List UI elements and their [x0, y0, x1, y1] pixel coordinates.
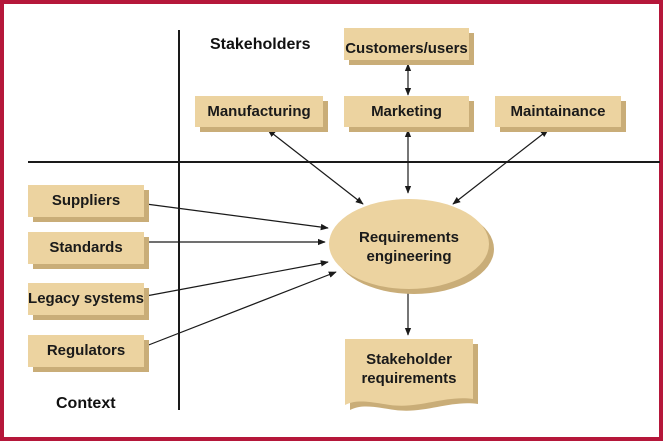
node-stakeholder-requirements: Stakeholder requirements — [345, 339, 478, 411]
node-sr-label-line1: Stakeholder — [366, 351, 452, 368]
node-requirements-engineering: Requirements engineering — [329, 199, 494, 294]
node-standards-label: Standards — [49, 239, 122, 256]
node-regulators-label: Regulators — [47, 342, 125, 359]
context-heading: Context — [56, 395, 116, 412]
node-maintainance-label: Maintainance — [510, 103, 605, 120]
stakeholders-heading: Stakeholders — [210, 36, 311, 53]
node-suppliers: Suppliers — [28, 185, 149, 222]
node-re-label-line1: Requirements — [359, 229, 459, 246]
node-maintainance: Maintainance — [495, 96, 626, 132]
node-standards: Standards — [28, 232, 149, 269]
connector-suppliers-re — [145, 203, 329, 231]
connector-regulators-re — [145, 271, 337, 347]
node-legacy-systems-label: Legacy systems — [28, 290, 144, 307]
connector-legacy-re — [145, 260, 329, 297]
node-manufacturing: Manufacturing — [195, 96, 328, 132]
node-marketing-label: Marketing — [371, 103, 442, 120]
node-customers-users-label: Customers/users — [345, 40, 468, 57]
node-marketing: Marketing — [344, 96, 474, 132]
node-sr-label-line2: requirements — [361, 370, 456, 387]
node-re-label-line2: engineering — [366, 248, 451, 265]
node-regulators: Regulators — [28, 335, 149, 372]
node-suppliers-label: Suppliers — [52, 192, 120, 209]
node-customers-users: Customers/users — [344, 28, 474, 65]
node-manufacturing-label: Manufacturing — [207, 103, 310, 120]
connector-manufacturing-re — [267, 129, 364, 205]
connector-maintenance-re — [452, 129, 549, 205]
node-legacy-systems: Legacy systems — [28, 283, 149, 320]
